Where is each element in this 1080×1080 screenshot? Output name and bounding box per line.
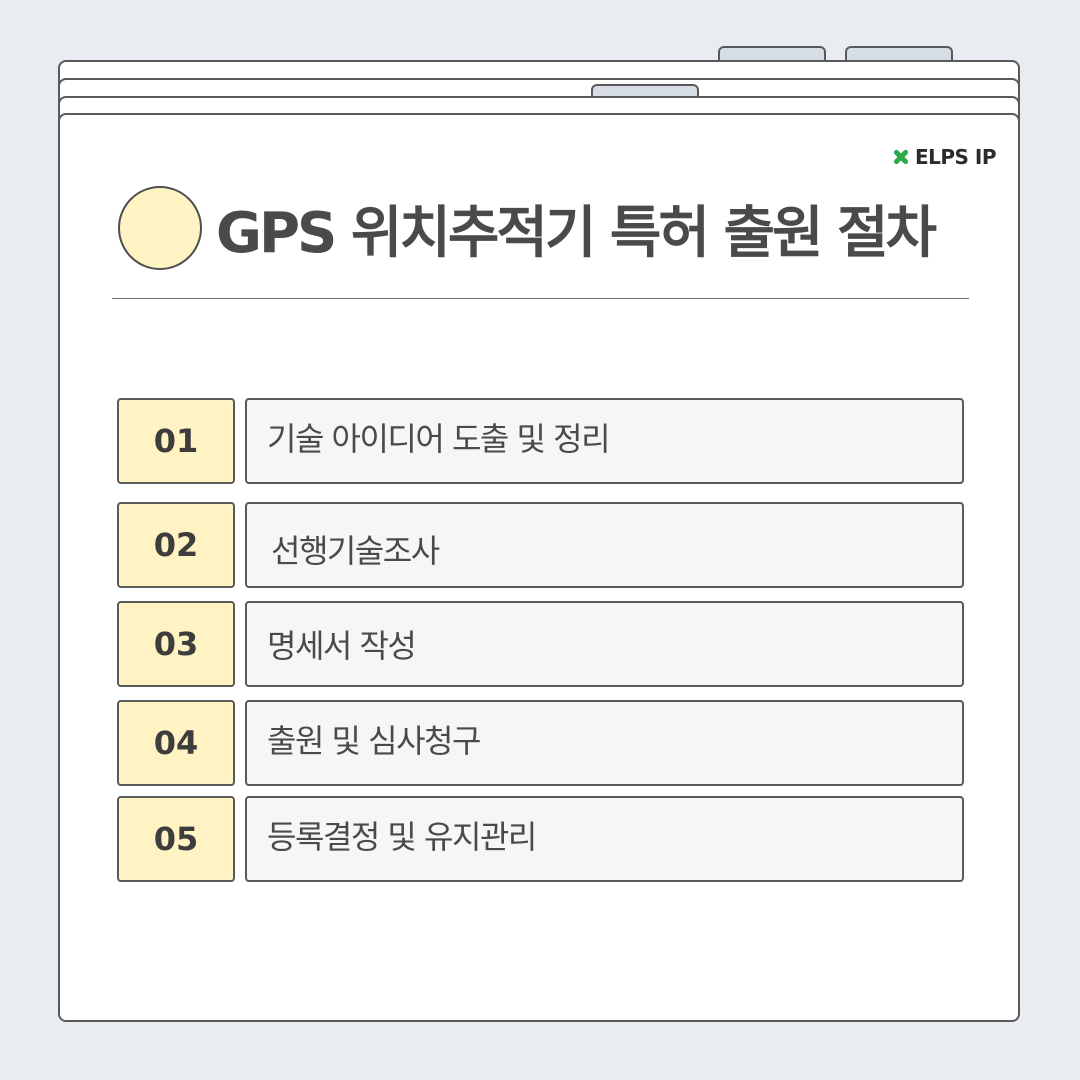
step-number: 03 bbox=[117, 601, 235, 687]
page-title: GPS 위치추적기 특허 출원 절차 bbox=[216, 200, 937, 266]
step-number: 01 bbox=[117, 398, 235, 484]
step-number: 04 bbox=[117, 700, 235, 786]
step-label: 기술 아이디어 도출 및 정리 bbox=[245, 398, 964, 484]
title-circle-decoration bbox=[118, 186, 202, 270]
title-row: GPS 위치추적기 특허 출원 절차 bbox=[118, 186, 937, 270]
step-number: 05 bbox=[117, 796, 235, 882]
step-label: 출원 및 심사청구 bbox=[245, 700, 964, 786]
brand-name: ELPS IP bbox=[914, 145, 997, 169]
step-label: 선행기술조사 bbox=[245, 502, 964, 588]
brand-logo: ELPS IP bbox=[891, 145, 997, 169]
step-label: 등록결정 및 유지관리 bbox=[245, 796, 964, 882]
divider bbox=[112, 298, 969, 299]
green-cross-icon bbox=[893, 149, 909, 165]
step-number: 02 bbox=[117, 502, 235, 588]
step-label: 명세서 작성 bbox=[245, 601, 964, 687]
